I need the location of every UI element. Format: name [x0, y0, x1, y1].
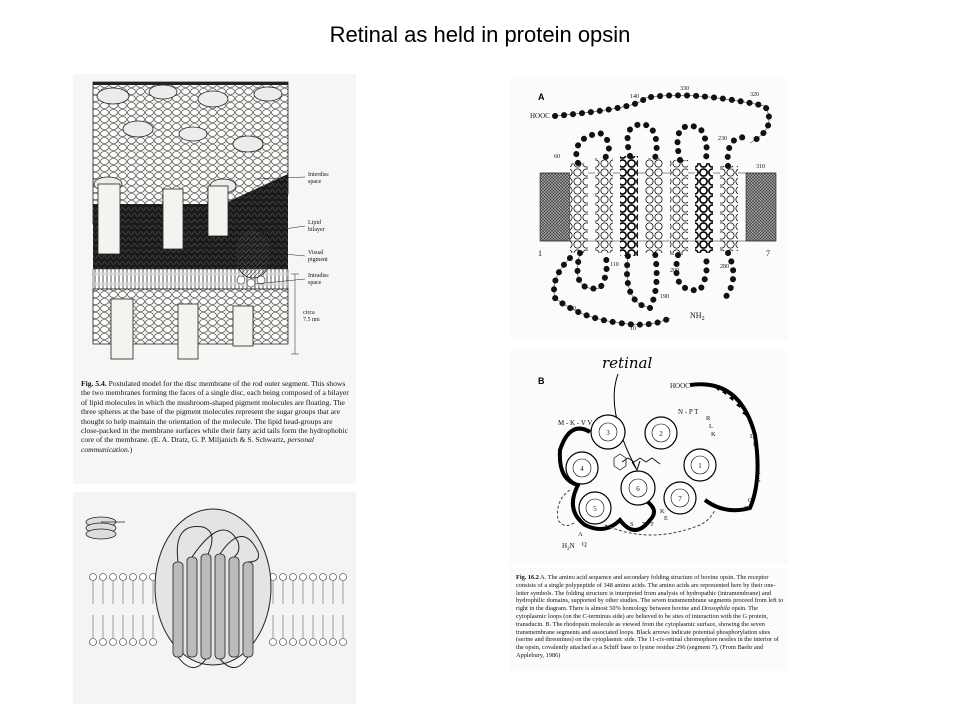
fig162-caption-text-3: -retinal chromophore nestles in the inte… [516, 636, 779, 659]
fig162-caption-italic-1: Drosophila [701, 605, 730, 613]
label-visual: Visual [308, 250, 324, 256]
panel-b-label: B [538, 376, 545, 386]
seq-number: 110 [610, 262, 619, 268]
helix-label: 2 [659, 430, 663, 438]
residue-letter: Q [582, 541, 587, 548]
figure-disc-membrane-model: Interdisc space Lipid bilayer Visual pig… [73, 74, 356, 484]
residue-letter: L [709, 423, 713, 430]
figure-rhodopsin-in-bilayer [73, 492, 356, 704]
residue-letter: D [753, 441, 758, 448]
label-interdisc-space: space [308, 179, 322, 185]
hooc-label-a: HOOC [530, 112, 550, 120]
helix-label: 3 [606, 429, 610, 437]
residue-letter: C [744, 505, 748, 512]
residue-letter: E [664, 515, 668, 522]
label-intradisc: Intradisc [308, 273, 329, 279]
helix-label: 7 [678, 495, 682, 503]
label-intradisc-space: space [308, 280, 322, 286]
fig54-caption: Fig. 5.4. Postulated model for the disc … [81, 379, 349, 454]
h2n-label: H2N [562, 542, 575, 552]
fig162-caption-panel: Fig. 16.2 A. The amino acid sequence and… [510, 568, 788, 670]
helix-label: 4 [580, 465, 584, 473]
seq-number: 1 [538, 249, 542, 258]
seq-number: 330 [680, 86, 689, 92]
residue-letter: G [756, 477, 761, 484]
bilayer-illustration [85, 508, 347, 668]
label-lipid: Lipid [308, 220, 321, 226]
fig54-caption-italic: personal communication. [81, 435, 315, 454]
seq-number: 280 [720, 264, 729, 270]
seq-number: 10 [630, 326, 636, 332]
residue-letter: K [660, 508, 665, 515]
seq-number: 60 [554, 154, 560, 160]
label-circa: circa [303, 310, 315, 316]
membrane-illustration: Interdisc space Lipid bilayer Visual pig… [92, 81, 329, 360]
fig54-caption-end: ) [129, 444, 133, 454]
fig162-caption-text-2: opsin. The cytoplasmic loops (on the C-t… [516, 605, 771, 644]
slide-title: Retinal as held in protein opsin [329, 22, 631, 47]
nh2-label: NH2 [690, 311, 705, 322]
residue-letter: K [711, 431, 716, 438]
seq-top-left: M - K - V V [558, 419, 592, 427]
hooc-label-b: HOOC [670, 382, 690, 390]
seq-number: 310 [756, 164, 765, 170]
seq-number: 320 [750, 92, 759, 98]
residue-letter: T [650, 521, 654, 528]
handwritten-retinal-label: retinal [602, 354, 652, 372]
figure-opsin-sequence: A HOOC [510, 78, 788, 340]
fig162-caption-lead: Fig. 16.2 [516, 574, 539, 581]
fig54-caption-lead: Fig. 5.4. [81, 379, 107, 388]
fig162-caption-text-1: A. The amino acid sequence and secondary… [516, 574, 784, 613]
seq-number: 140 [630, 94, 639, 100]
seq-number: 7 [766, 249, 770, 258]
figure-rhodopsin-top-view: retinal B HOOC M - K - V V N - P T [510, 350, 788, 565]
seq-number: 20 [570, 306, 576, 312]
helix-label: 6 [636, 485, 640, 493]
residue-letter: T [642, 521, 646, 528]
seq-number: 230 [718, 136, 727, 142]
residue-letter: K [756, 469, 761, 476]
sequence-diagram: A HOOC [530, 86, 777, 332]
helix-label: 5 [593, 505, 597, 513]
label-lipid-bilayer: bilayer [308, 227, 325, 233]
panel-a-label: A [538, 92, 545, 102]
seq-top-right: N - P T [678, 408, 699, 416]
label-circa-value: 7.5 nm [303, 317, 320, 323]
seq-number: 190 [660, 294, 669, 300]
residue-letter: A [578, 531, 583, 538]
seq-number: 200 [670, 268, 679, 274]
fig162-caption-italic-2: cis [657, 636, 665, 644]
top-view-diagram: retinal B HOOC M - K - V V N - P T [538, 354, 761, 552]
label-interdisc: Interdisc [308, 172, 329, 178]
fig162-caption: Fig. 16.2 A. The amino acid sequence and… [516, 574, 784, 660]
disc-stack-icon [85, 516, 125, 540]
helix-label: 1 [698, 462, 702, 470]
residue-letter: S [630, 521, 634, 528]
residue-letter: C [748, 497, 752, 504]
label-visual-pigment: pigment [308, 257, 328, 263]
residue-letter: R [706, 415, 711, 422]
fig54-caption-text: Postulated model for the disc membrane o… [81, 379, 349, 445]
residue-letter: D [750, 433, 755, 440]
